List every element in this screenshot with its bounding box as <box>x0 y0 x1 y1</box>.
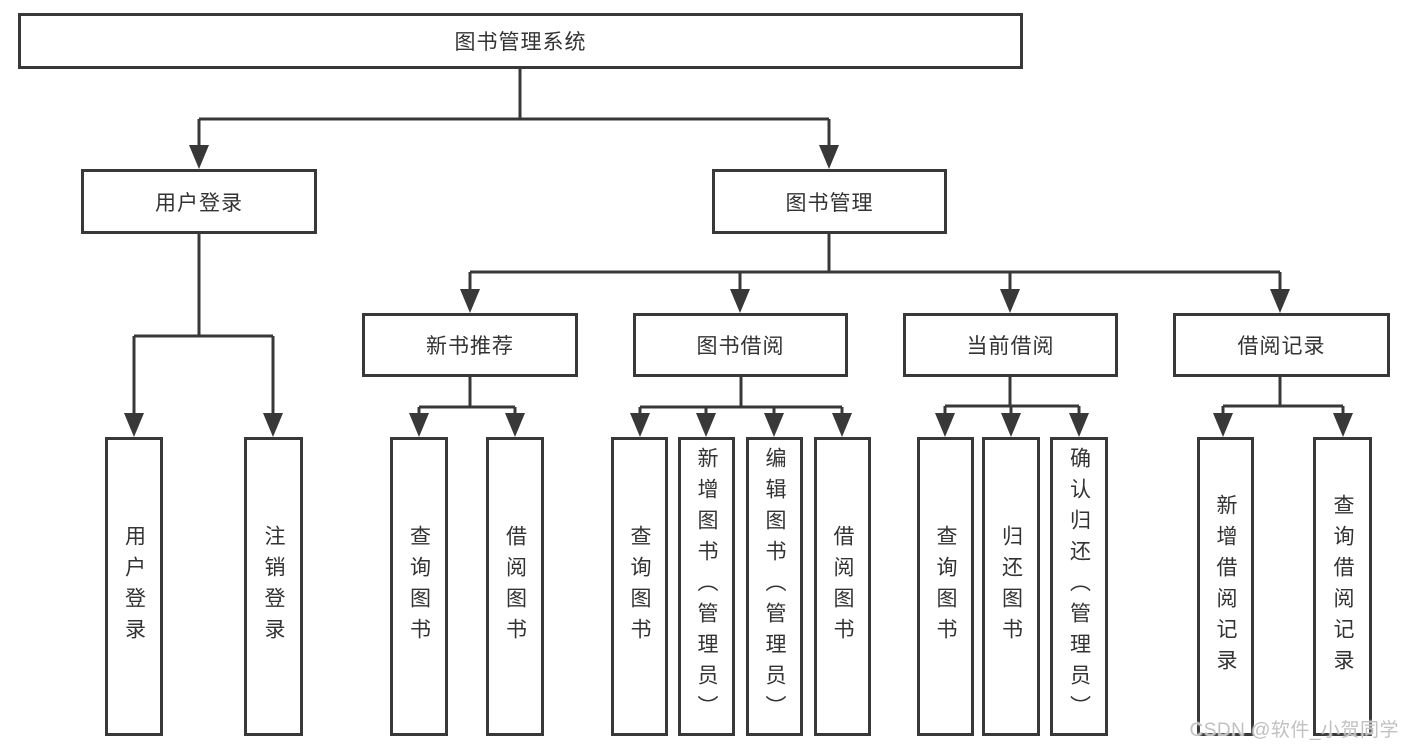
leaf-query-books-3: 查询图书 <box>917 437 974 736</box>
node-borrow-records: 借阅记录 <box>1173 313 1390 377</box>
connector-bookmgmt-to-level3 <box>468 234 1282 293</box>
leaf-query-books-1: 查询图书 <box>390 437 448 736</box>
arrow-down-icon <box>124 413 144 437</box>
arrow-down-icon <box>505 413 525 437</box>
arrow-down-icon <box>1333 413 1353 437</box>
leaf-confirm-return-admin: 确认归还（管理员） <box>1050 437 1108 736</box>
node-library-system: 图书管理系统 <box>18 13 1023 69</box>
node-current-borrow: 当前借阅 <box>903 313 1118 377</box>
arrow-down-icon <box>1213 413 1233 437</box>
arrow-down-icon <box>1270 289 1290 313</box>
arrow-down-icon <box>696 413 716 437</box>
arrowheads-group <box>124 145 1353 437</box>
leaf-logout: 注销登录 <box>244 437 303 736</box>
connector-bookborrow-to-leaves <box>638 377 844 417</box>
connector-newbookrec-to-leaves <box>417 377 517 417</box>
connector-currentborrow-to-leaves <box>943 377 1081 417</box>
leaf-query-books-2: 查询图书 <box>611 437 668 736</box>
leaf-edit-book-admin: 编辑图书（管理员） <box>746 437 803 736</box>
leaf-add-book-admin: 新增图书（管理员） <box>678 437 735 736</box>
arrow-down-icon <box>460 289 480 313</box>
connector-borrowrecords-to-leaves <box>1221 377 1345 417</box>
leaf-borrow-books-1: 借阅图书 <box>486 437 544 736</box>
node-new-book-recommend: 新书推荐 <box>362 313 578 377</box>
leaf-add-borrow-record: 新增借阅记录 <box>1197 437 1254 736</box>
arrow-down-icon <box>630 413 650 437</box>
connector-root-to-level2 <box>197 69 831 149</box>
node-book-borrow: 图书借阅 <box>633 313 848 377</box>
arrow-down-icon <box>832 413 852 437</box>
arrow-down-icon <box>263 413 283 437</box>
arrow-down-icon <box>189 145 209 169</box>
arrow-down-icon <box>935 413 955 437</box>
arrow-down-icon <box>730 289 750 313</box>
arrow-down-icon <box>764 413 784 437</box>
arrow-down-icon <box>1069 413 1089 437</box>
leaf-borrow-books-2: 借阅图书 <box>814 437 871 736</box>
connector-lines-group <box>132 69 1345 417</box>
node-book-management: 图书管理 <box>712 169 947 234</box>
csdn-watermark: CSDN @软件_小贺同学 <box>1189 720 1399 741</box>
arrow-down-icon <box>819 145 839 169</box>
arrow-down-icon <box>1001 413 1021 437</box>
connector-userlogin-to-leaves <box>132 233 275 417</box>
leaf-user-login: 用户登录 <box>105 437 163 736</box>
leaf-query-borrow-record: 查询借阅记录 <box>1313 437 1372 736</box>
node-user-login: 用户登录 <box>81 169 317 234</box>
arrow-down-icon <box>409 413 429 437</box>
arrow-down-icon <box>1000 289 1020 313</box>
leaf-return-book: 归还图书 <box>982 437 1040 736</box>
